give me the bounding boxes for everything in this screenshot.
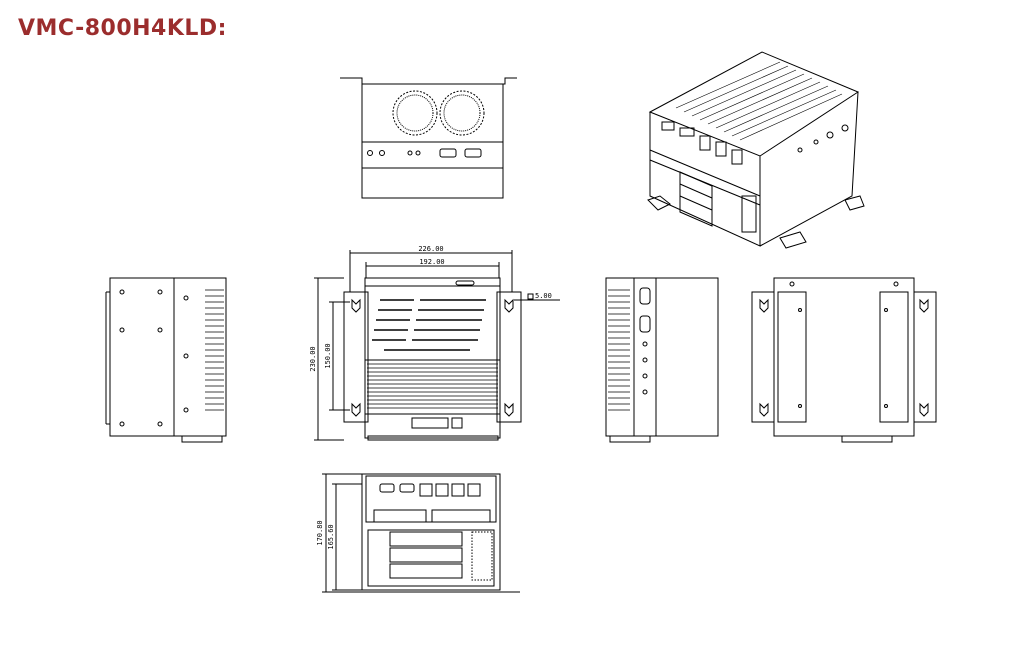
back-view (322, 473, 520, 593)
dim-depth-outer: 170.80 (316, 520, 324, 545)
bottom-view (751, 277, 937, 443)
front-view (314, 250, 560, 441)
fan-left-icon (392, 90, 438, 136)
dim-height-inner: 150.00 (324, 343, 332, 368)
dim-height-outer: 230.00 (309, 346, 317, 371)
dim-depth-inner: 165.60 (327, 524, 335, 549)
page-title: VMC-800H4KLD: (18, 16, 227, 41)
dim-hole: 5.00 (535, 292, 552, 300)
left-side-view (105, 277, 227, 443)
top-view (340, 77, 517, 199)
fan-right-icon (439, 90, 485, 136)
dim-width-outer: 226.00 (418, 245, 443, 253)
right-side-view (605, 277, 719, 443)
dim-width-inner: 192.00 (419, 258, 444, 266)
isometric-view (647, 51, 865, 249)
